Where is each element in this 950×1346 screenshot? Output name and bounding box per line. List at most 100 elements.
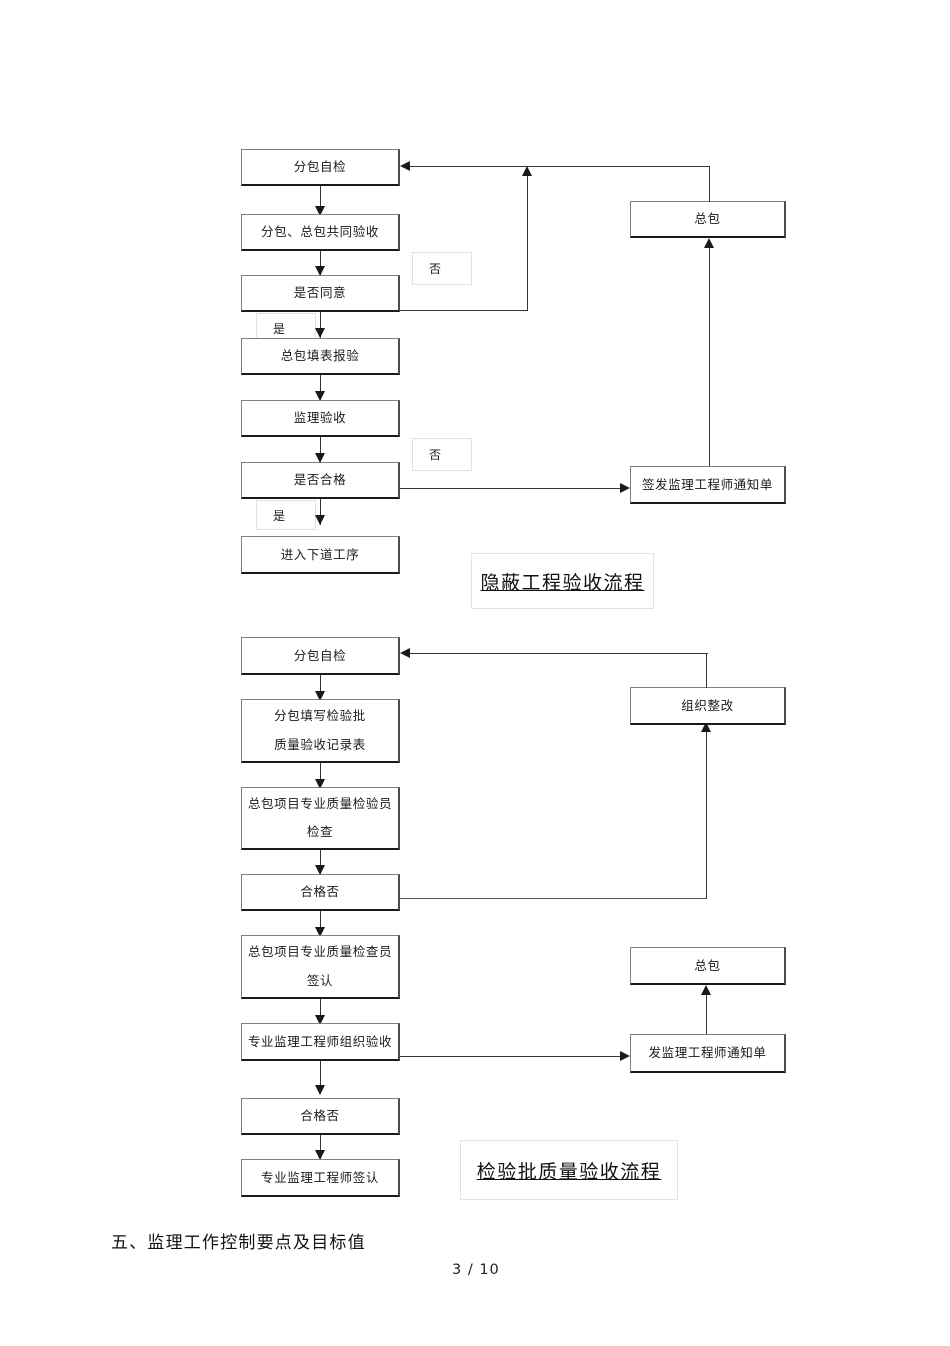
arrowhead-r2-r1: [704, 238, 714, 248]
connector-m4-right: [400, 898, 706, 899]
connector-s1-to-m1: [409, 653, 708, 654]
connector-n1-n2: [320, 186, 321, 210]
flow2-node-qualified-decision-1: 合格否: [241, 874, 400, 911]
flow2-caption-text: 检验批质量验收流程: [476, 1160, 662, 1183]
flow1-label-no-2: 否: [412, 438, 472, 471]
connector-n4-n5: [320, 375, 321, 400]
arrowhead-n3-n4: [315, 328, 325, 338]
connector-n3-right: [400, 310, 527, 311]
arrowhead-m5-m6: [315, 1015, 325, 1025]
flow1-caption-text: 隐蔽工程验收流程: [480, 571, 645, 594]
connector-m6-s3: [400, 1056, 627, 1057]
arrowhead-m4-m5: [315, 927, 325, 937]
arrowhead-m3-m4: [315, 865, 325, 875]
connector-n3-up: [527, 170, 528, 311]
flow1-caption-box: 隐蔽工程验收流程: [471, 553, 654, 609]
node-label: 签发监理工程师通知单: [641, 476, 773, 492]
node-label-line2: 检查: [306, 824, 334, 839]
connector-m7-m8: [320, 1135, 321, 1159]
connector-n6-r2: [400, 488, 627, 489]
node-label: 发监理工程师通知单: [648, 1045, 767, 1061]
arrowhead-n4-n5: [315, 391, 325, 401]
arrowhead-into-n1: [400, 161, 410, 171]
connector-s3-s2: [706, 993, 707, 1034]
node-label: 进入下道工序: [280, 546, 360, 562]
node-label: 专业监理工程师签认: [261, 1169, 379, 1185]
flow2-node-supervisor-sign: 专业监理工程师签认: [241, 1159, 400, 1197]
arrowhead-n5-n6: [315, 453, 325, 463]
node-label: 总包填表报验: [280, 348, 360, 364]
label-text: 否: [429, 448, 442, 462]
label-text: 否: [429, 262, 442, 276]
connector-m1-m2: [320, 675, 321, 699]
flow2-node-fill-inspection-lot-record: 分包填写检验批 质量验收记录表: [241, 699, 400, 763]
flow2-caption-box: 检验批质量验收流程: [460, 1140, 678, 1200]
flow1-node-supervision-acceptance: 监理验收: [241, 400, 400, 437]
connector-n3-n4: [320, 312, 321, 338]
flow2-node-subcontractor-selfcheck: 分包自检: [241, 637, 400, 675]
node-label: 总包: [694, 211, 721, 227]
flow2-node-qualified-decision-2: 合格否: [241, 1098, 400, 1135]
arrowhead-n6-n7: [315, 515, 325, 525]
node-label-line2: 质量验收记录表: [274, 736, 366, 752]
arrowhead-m6-s3: [620, 1051, 630, 1061]
connector-n2-n3: [320, 251, 321, 275]
node-label: 分包自检: [293, 647, 347, 663]
arrowhead-n2-n3: [315, 266, 325, 276]
flow2-node-contractor-quality-checker-sign: 总包项目专业质量检查员 签认: [241, 935, 400, 999]
connector-r1-up: [709, 166, 710, 202]
flow1-label-no-1: 否: [412, 252, 472, 285]
connector-r2-r1: [709, 246, 710, 466]
arrowhead-m4-s1: [701, 722, 711, 732]
arrowhead-m1-m2: [315, 691, 325, 701]
connector-m5-m6: [320, 999, 321, 1023]
arrowhead-s3-s2: [701, 985, 711, 995]
arrowhead-n3-merge: [522, 166, 532, 176]
node-label-line2: 签认: [306, 972, 334, 988]
connector-m3-m4: [320, 850, 321, 874]
flow1-node-general-contractor: 总包: [630, 201, 786, 238]
node-label: 总包: [694, 957, 721, 973]
arrowhead-into-m1: [400, 648, 410, 658]
section-heading: 五、监理工作控制要点及目标值: [111, 1233, 366, 1253]
connector-s1-up: [706, 653, 707, 688]
node-label: 专业监理工程师组织验收: [247, 1033, 393, 1049]
node-label: 是否合格: [293, 472, 347, 488]
flow1-node-subcontractor-selfcheck: 分包自检: [241, 149, 400, 186]
arrowhead-n1-n2: [315, 206, 325, 216]
flow2-node-general-contractor: 总包: [630, 947, 786, 985]
flow2-node-organize-rectification: 组织整改: [630, 687, 786, 725]
connector-m2-m3: [320, 763, 321, 787]
arrowhead-m7-m8: [315, 1150, 325, 1160]
label-text: 是: [273, 508, 286, 523]
node-label-line1: 总包项目专业质量检验员: [247, 795, 393, 811]
node-label-line1: 总包项目专业质量检查员: [247, 944, 393, 960]
flow1-node-qualified-decision: 是否合格: [241, 462, 400, 499]
flow1-node-issue-supervisor-notice: 签发监理工程师通知单: [630, 466, 786, 504]
node-label: 是否同意: [293, 285, 347, 301]
flow1-node-joint-acceptance: 分包、总包共同验收: [241, 214, 400, 251]
arrowhead-m2-m3: [315, 779, 325, 789]
arrowhead-n6-r2: [620, 483, 630, 493]
node-label-line1: 分包填写检验批: [274, 708, 366, 724]
flow1-node-contractor-form-submit: 总包填表报验: [241, 338, 400, 375]
node-label: 分包自检: [293, 159, 347, 175]
flow2-node-supervisor-organize-acceptance: 专业监理工程师组织验收: [241, 1023, 400, 1061]
connector-m4-up-to-s1: [706, 727, 707, 899]
flow2-node-issue-supervisor-notice: 发监理工程师通知单: [630, 1034, 786, 1073]
flow1-node-next-process: 进入下道工序: [241, 536, 400, 574]
flow2-node-contractor-quality-inspector-check: 总包项目专业质量检验员 检查: [241, 787, 400, 850]
node-label: 合格否: [300, 1108, 340, 1124]
node-label: 组织整改: [681, 697, 734, 713]
connector-n6-n7: [320, 499, 321, 525]
connector-n5-n6: [320, 437, 321, 462]
page-number: 3 / 10: [452, 1262, 500, 1278]
connector-merge-to-n1: [409, 166, 709, 167]
arrowhead-m6-m7: [315, 1085, 325, 1095]
node-label: 分包、总包共同验收: [261, 224, 379, 240]
flow1-node-agree-decision: 是否同意: [241, 275, 400, 312]
connector-m6-m7: [320, 1061, 321, 1091]
flow1-label-yes-2: 是: [256, 500, 316, 530]
node-label: 监理验收: [293, 410, 347, 426]
